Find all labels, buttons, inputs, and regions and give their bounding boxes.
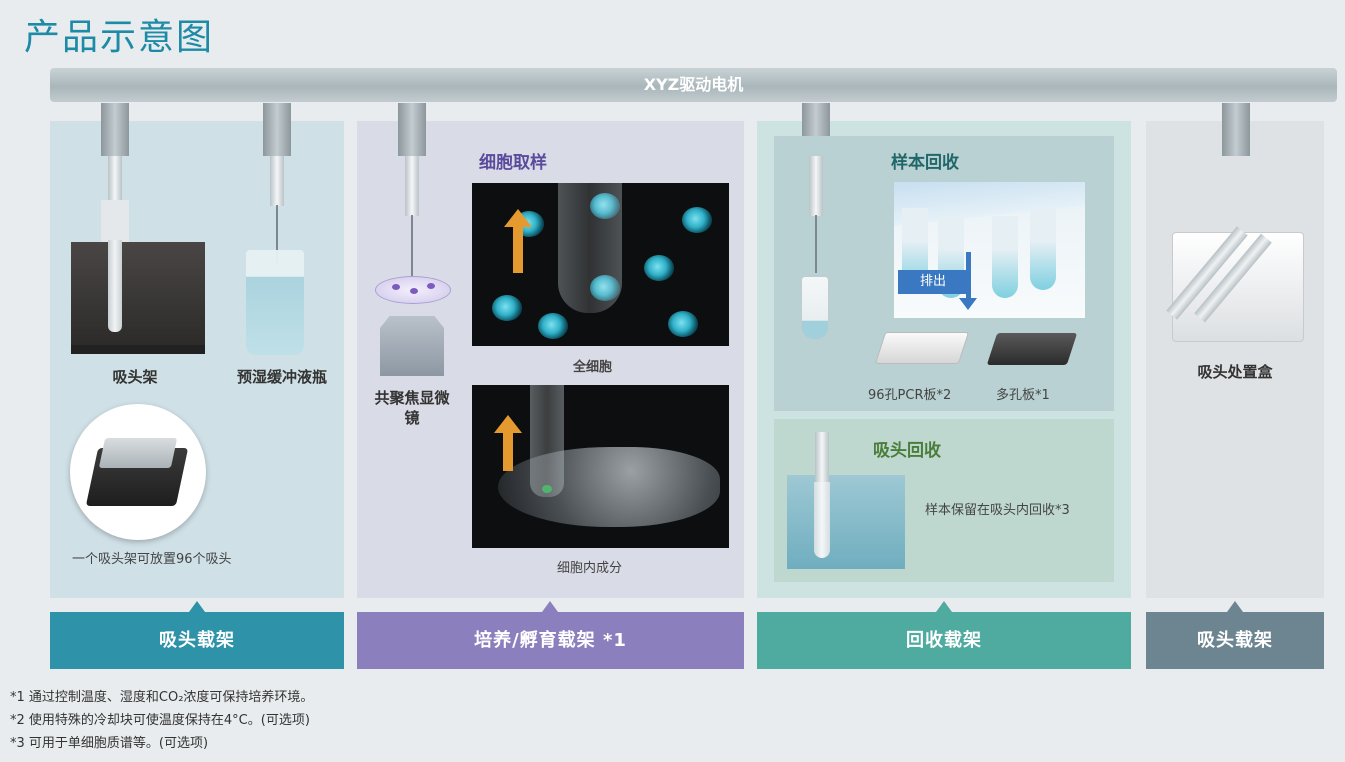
page-title: 产品示意图 <box>24 17 215 58</box>
photo2-caption: 细胞内成分 <box>557 561 623 576</box>
pipette-tip-icon <box>809 156 823 216</box>
eject-label: 排出 <box>898 270 968 294</box>
pipette-tip-icon <box>815 432 829 484</box>
carrier-bar-culture: 培养/孵育载架 *1 <box>357 612 744 669</box>
needle-icon <box>815 215 817 273</box>
pipette-tip-icon <box>405 156 419 216</box>
tip-collar-icon <box>101 200 129 242</box>
pcr-plate-label: 96孔PCR板*2 <box>868 388 952 403</box>
rail-label: XYZ驱动电机 <box>643 75 744 94</box>
panel-disposal-carrier <box>1146 121 1324 598</box>
tip-rack-base <box>71 345 205 354</box>
microscope-label: 共聚焦显微镜 <box>374 389 450 427</box>
carrier-bar-tip: 吸头载架 <box>50 612 344 669</box>
cell-sampling-heading: 细胞取样 <box>479 153 547 173</box>
footnote-2: *2 使用特殊的冷却块可使温度保持在4°C。(可选项) <box>10 713 310 728</box>
xyz-rail <box>50 68 1337 102</box>
rack-closeup-top <box>98 438 178 468</box>
bar-notch <box>542 601 558 612</box>
eject-photo <box>894 182 1085 318</box>
pipette-tip-icon <box>108 156 122 201</box>
needle-icon <box>276 205 278 263</box>
rail-post <box>1222 103 1250 156</box>
tip-in-rack-icon <box>108 240 122 332</box>
rack-caption: 一个吸头架可放置96个吸头 <box>72 552 232 567</box>
tip-recovery-caption: 样本保留在吸头内回收*3 <box>925 503 1070 518</box>
tip-rack-icon <box>71 242 205 354</box>
cell-dot <box>410 288 418 294</box>
microscope-icon <box>380 316 444 376</box>
intracellular-photo <box>472 385 729 548</box>
disposal-box-label: 吸头处置盒 <box>1197 363 1273 381</box>
buffer-bottle-icon <box>246 250 304 355</box>
tip-rack-label: 吸头架 <box>112 368 158 386</box>
pipette-tip-icon <box>270 156 284 206</box>
buffer-bottle-label: 预湿缓冲液瓶 <box>236 368 327 386</box>
sample-tube-icon <box>801 276 829 340</box>
whole-cell-photo <box>472 183 729 346</box>
bar-notch <box>189 601 205 612</box>
bar-notch <box>1227 601 1243 612</box>
rail-post <box>398 103 426 156</box>
multiwell-plate-icon <box>986 333 1078 365</box>
bar-notch <box>936 601 952 612</box>
carrier-bar-tip-disposal: 吸头载架 <box>1146 612 1324 669</box>
tip-box-icon <box>787 475 905 569</box>
sample-recovery-heading: 样本回收 <box>891 153 959 173</box>
tip-recovery-heading: 吸头回收 <box>873 441 941 461</box>
footnote-3: *3 可用于单细胞质谱等。(可选项) <box>10 736 209 751</box>
recovered-tip-icon <box>814 482 830 558</box>
photo1-caption: 全细胞 <box>573 360 613 375</box>
carrier-bar-recovery: 回收载架 <box>757 612 1131 669</box>
footnote-1: *1 通过控制温度、湿度和CO₂浓度可保持培养环境。 <box>10 690 314 705</box>
rail-post <box>101 103 129 156</box>
panel-tip-carrier <box>50 121 344 598</box>
cell-dot <box>427 283 435 289</box>
pcr-plate-icon <box>874 332 970 364</box>
cell-dot <box>392 284 400 290</box>
needle-icon <box>411 215 413 280</box>
rail-post <box>263 103 291 156</box>
multiwell-label: 多孔板*1 <box>996 388 1050 403</box>
